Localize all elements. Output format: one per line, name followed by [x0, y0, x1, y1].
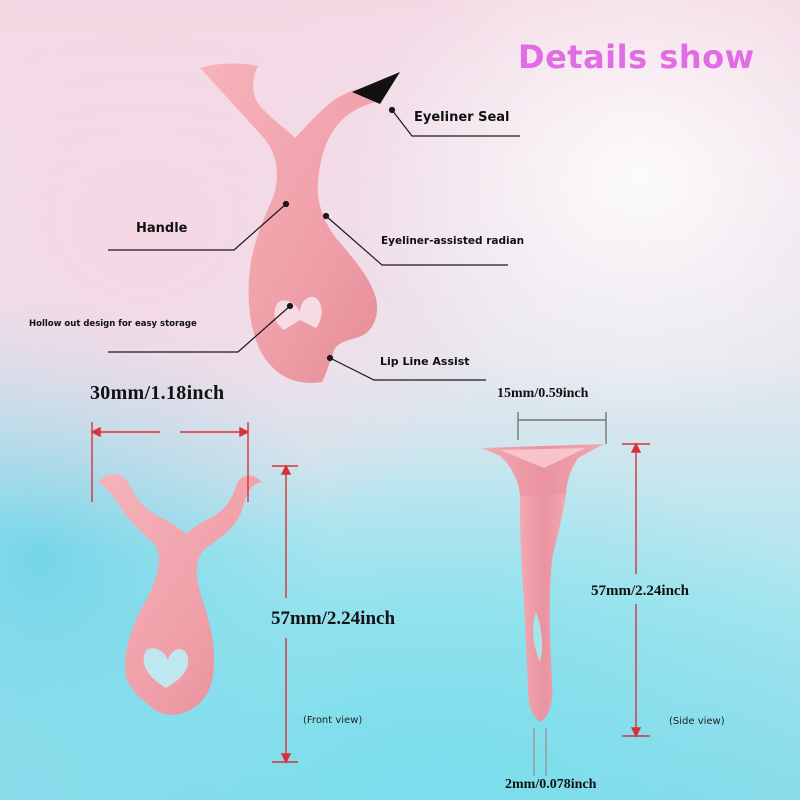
caption-side-view: (Side view)	[669, 716, 725, 727]
dimension-lines	[90, 412, 650, 776]
heart-hole-side	[533, 612, 543, 662]
dimension-length-side: 57mm/2.24inch	[591, 583, 689, 599]
product-main-body	[200, 63, 382, 383]
caption-front-view: (Front view)	[303, 715, 363, 726]
label-eyeliner-radian: Eyeliner-assisted radian	[381, 235, 525, 247]
page-title: Details show	[518, 38, 755, 76]
eyeliner-seal-tip	[352, 72, 400, 104]
product-side-top	[482, 444, 604, 498]
dimension-length-front: 57mm/2.24inch	[271, 608, 396, 629]
label-eyeliner-seal: Eyeliner Seal	[414, 110, 510, 125]
dimension-thickness-bottom: 2mm/0.078inch	[505, 777, 597, 792]
label-lip-line: Lip Line Assist	[380, 355, 470, 368]
product-side-top-face	[500, 448, 586, 468]
heart-hole-front	[143, 648, 189, 688]
label-hollow-out: Hollow out design for easy storage	[29, 319, 197, 329]
dimension-thickness-top: 15mm/0.59inch	[497, 386, 589, 401]
product-side-view	[482, 444, 604, 722]
product-front-body	[98, 474, 262, 715]
heart-hole-main	[274, 296, 322, 330]
product-main-view	[200, 63, 400, 383]
callout-lines	[108, 106, 520, 381]
dimension-width: 30mm/1.18inch	[90, 382, 225, 404]
label-handle: Handle	[136, 221, 188, 236]
product-side-shaft	[520, 494, 566, 722]
product-front-view	[98, 474, 262, 715]
